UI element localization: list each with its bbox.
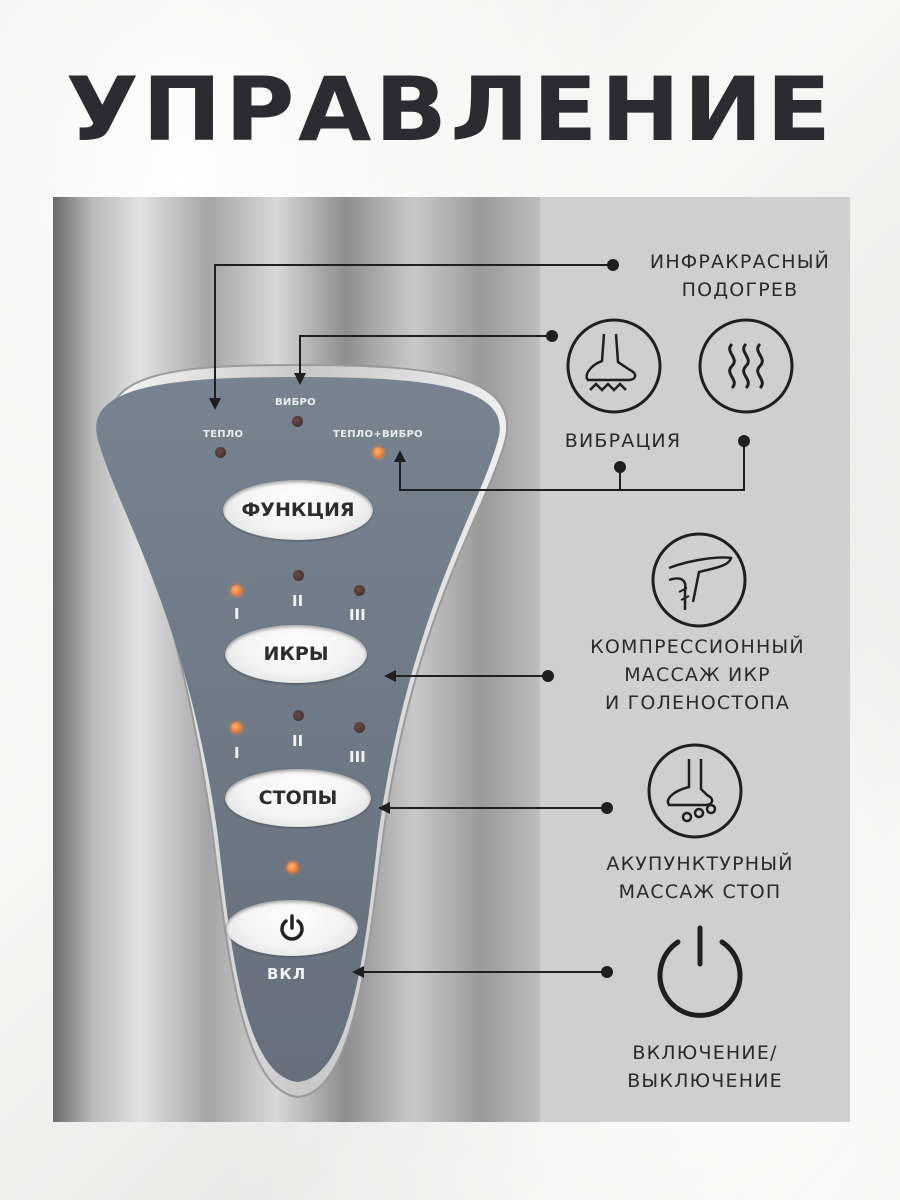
calves-led-1 [231,585,242,596]
acupuncture-label: АКУПУНКТУРНЫЙ МАССАЖ СТОП [606,853,794,903]
function-button[interactable]: ФУНКЦИЯ [223,480,373,540]
feet-led-3 [354,722,365,733]
page-title: УПРАВЛЕНИЕ [65,58,835,161]
annotation-area [540,197,850,1122]
control-face [96,363,508,1099]
legs-icon [651,532,747,628]
calves-level-1: I [234,605,240,623]
vibro-led-label: ВИБРО [275,397,316,408]
calves-button[interactable]: ИКРЫ [225,625,367,683]
heat-vibro-led [373,447,384,458]
infrared-label: ИНФРАКРАСНЫЙ ПОДОГРЕВ [649,251,831,301]
product-panel: ВИБРО ТЕПЛО ТЕПЛО+ВИБРО ФУНКЦИЯ I II III… [53,197,850,1122]
feet-level-2: II [292,732,304,750]
foot-massage-icon [647,743,743,839]
heat-waves-icon [698,318,794,414]
feet-led-1 [231,722,242,733]
vibro-led [292,416,303,427]
foot-vibration-icon [566,318,662,414]
compression-label: КОМПРЕССИОННЫЙ МАССАЖ ИКР И ГОЛЕНОСТОПА [590,636,805,714]
on-label: ВКЛ [267,965,307,983]
heat-led [215,447,226,458]
heat-led-label: ТЕПЛО [203,429,244,440]
power-label: ВКЛЮЧЕНИЕ/ ВЫКЛЮЧЕНИЕ [627,1042,783,1092]
power-icon [280,914,304,941]
feet-led-2 [293,710,304,721]
calves-led-2 [293,570,304,581]
power-annotation-icon [657,925,743,1018]
power-led [287,862,298,873]
calves-level-2: II [292,592,304,610]
feet-level-1: I [234,744,240,762]
calves-led-3 [354,585,365,596]
feet-level-3: III [349,748,366,766]
power-button[interactable] [226,900,358,956]
heat-vibro-led-label: ТЕПЛО+ВИБРО [333,429,423,440]
feet-button[interactable]: СТОПЫ [225,769,371,827]
vibration-label: ВИБРАЦИЯ [564,430,682,452]
calves-level-3: III [349,606,366,624]
